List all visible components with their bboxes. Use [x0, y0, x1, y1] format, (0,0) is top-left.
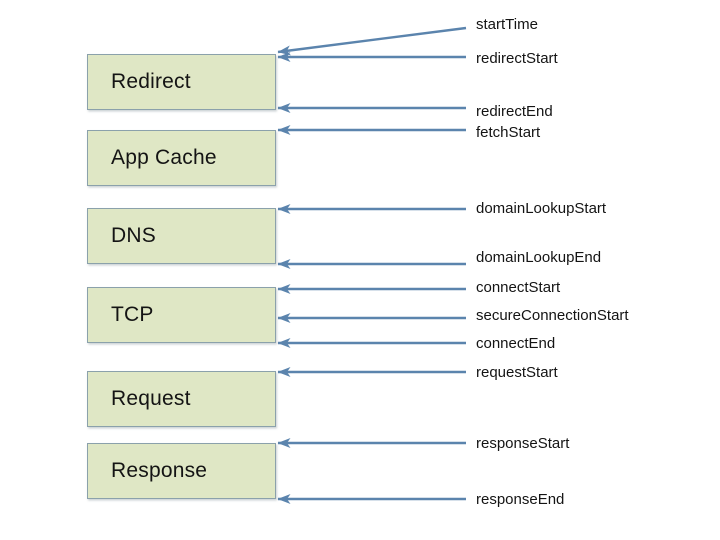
event-label-start-time: startTime: [476, 16, 538, 33]
event-label-redirect-start: redirectStart: [476, 50, 558, 67]
phase-box-redirect: Redirect: [87, 54, 276, 110]
phase-label: DNS: [111, 224, 156, 247]
arrow-start-time: [277, 26, 467, 56]
event-label-connect-end: connectEnd: [476, 335, 556, 352]
phase-label: Response: [111, 459, 208, 482]
event-label-domain-lookup-start: domainLookupStart: [476, 200, 607, 217]
phase-box-dns: DNS: [87, 208, 276, 264]
phase-label: TCP: [111, 303, 154, 326]
phase-box-app-cache: App Cache: [87, 130, 276, 186]
event-label-request-start: requestStart: [476, 364, 558, 381]
event-label-response-end: responseEnd: [476, 491, 565, 508]
phase-box-response: Response: [87, 443, 276, 499]
event-label-secure-connection-start: secureConnectionStart: [476, 307, 629, 324]
event-label-redirect-end: redirectEnd: [476, 103, 553, 120]
event-label-fetch-start: fetchStart: [476, 124, 541, 141]
phase-label: Redirect: [111, 70, 191, 93]
event-label-domain-lookup-end: domainLookupEnd: [476, 249, 602, 266]
phase-box-request: Request: [87, 371, 276, 427]
phase-label: Request: [111, 387, 191, 410]
event-label-connect-start: connectStart: [476, 279, 561, 296]
event-label-response-start: responseStart: [476, 435, 570, 452]
phase-box-tcp: TCP: [87, 287, 276, 343]
phase-label: App Cache: [111, 146, 217, 169]
